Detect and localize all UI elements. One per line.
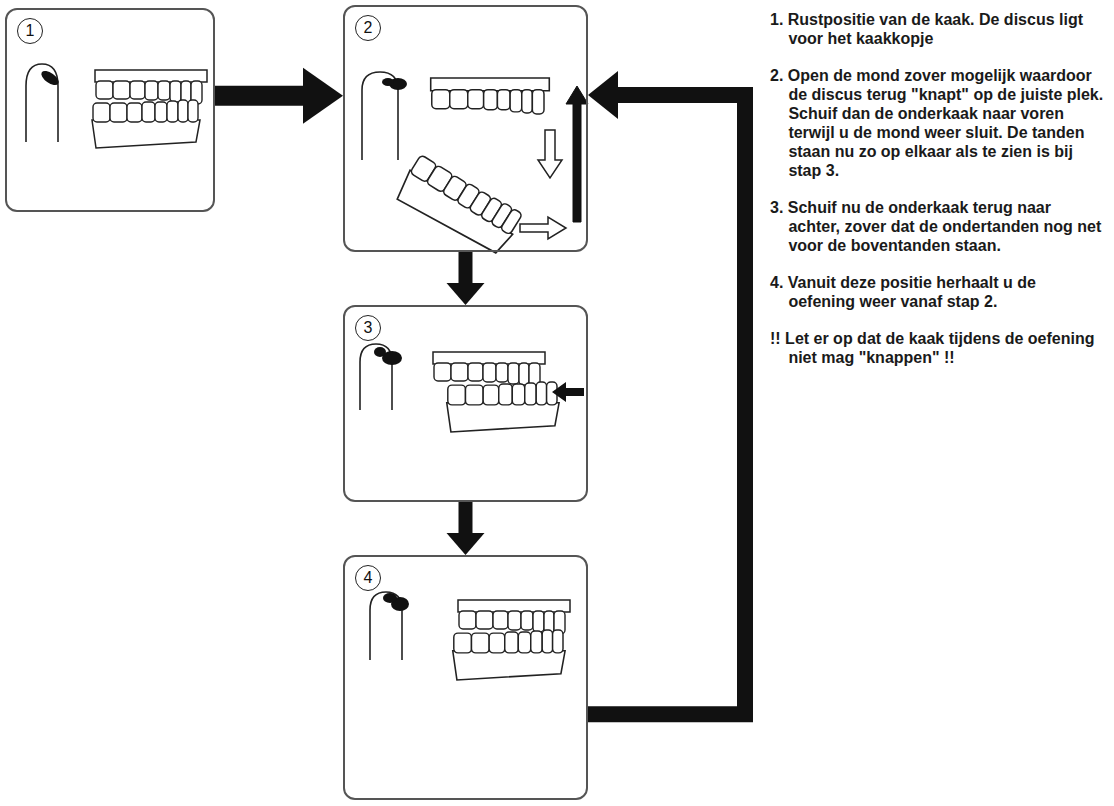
upper-teeth: [95, 70, 207, 104]
instruction-text: 2. Open de mond zover mogelijk waardoor …: [770, 66, 1106, 180]
arrow-shaft: [588, 95, 745, 714]
step-panel: 4: [343, 555, 588, 800]
flow-arrow: [215, 68, 343, 124]
disc: [382, 78, 394, 86]
instruction-list: 1. Rustpositie van de kaak. De discus li…: [770, 10, 1106, 385]
disc: [374, 347, 386, 357]
lower-teeth: [447, 382, 559, 432]
step-panel: 1: [5, 8, 215, 212]
step-panel: 2: [343, 5, 588, 252]
arrow-shaft: [459, 502, 473, 533]
flow-arrow: [588, 71, 745, 714]
flow-arrow: [447, 502, 485, 555]
upper-teeth: [431, 78, 550, 114]
callout-number: 3: [355, 315, 381, 341]
lower-teeth: [453, 630, 565, 680]
arrow-head: [447, 533, 485, 555]
back-arrow: [552, 382, 584, 402]
down-arrow: [538, 130, 562, 178]
arrow-head: [588, 71, 618, 119]
arrow-shaft: [459, 252, 473, 283]
callout-number: 1: [17, 18, 43, 44]
instruction-text: !! Let er op dat de kaak tijdens de oefe…: [770, 329, 1106, 367]
callout-number: 2: [355, 15, 381, 41]
instruction-text: 3. Schuif nu de onderkaak terug naar ach…: [770, 198, 1106, 255]
disc: [39, 68, 61, 88]
lower-teeth: [92, 100, 200, 148]
upper-teeth: [433, 352, 545, 386]
disc: [383, 593, 397, 603]
arrow-head: [303, 68, 343, 124]
up-arrow: [566, 86, 588, 222]
instruction-text: 1. Rustpositie van de kaak. De discus li…: [770, 10, 1106, 48]
lower-teeth: [393, 151, 524, 261]
forward-arrow: [520, 217, 566, 239]
flow-arrow: [447, 252, 485, 305]
step-panel: 3: [343, 305, 588, 502]
instruction-text: 4. Vanuit deze positie herhaalt u de oef…: [770, 273, 1106, 311]
arrow-shaft: [215, 86, 303, 106]
arrow-head: [447, 283, 485, 305]
callout-number: 4: [355, 565, 381, 591]
upper-teeth: [458, 600, 570, 634]
